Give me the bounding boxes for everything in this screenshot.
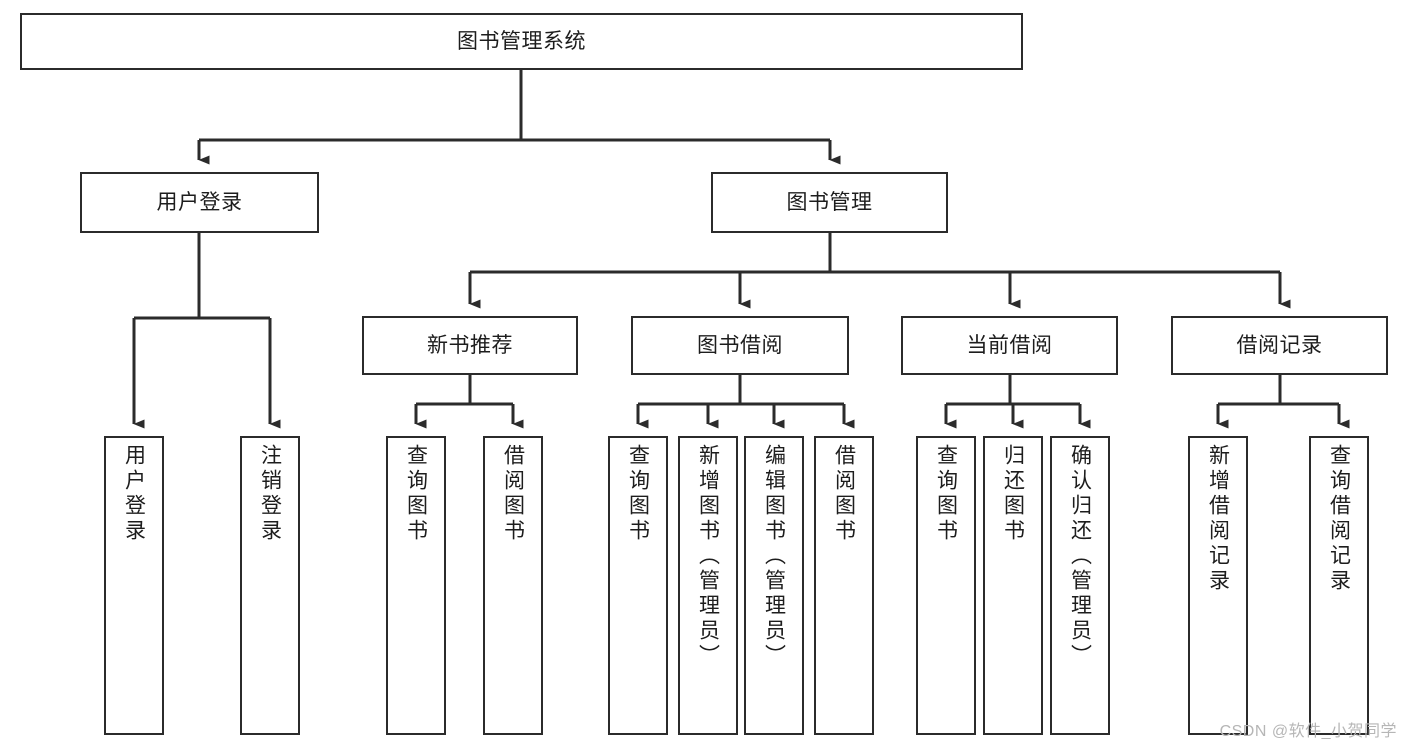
leaf-query-borrow-record-label: 查询借阅记录 — [1327, 444, 1351, 594]
node-book-management[interactable]: 图书管理 — [711, 172, 948, 233]
node-root-label: 图书管理系统 — [457, 29, 586, 53]
leaf-edit-book-admin[interactable]: 编辑图书（管理员） — [744, 436, 804, 735]
leaf-borrow-book-label: 借阅图书 — [832, 444, 856, 544]
node-root[interactable]: 图书管理系统 — [20, 13, 1023, 70]
leaf-query-book-borrow-label: 查询图书 — [626, 444, 650, 544]
node-borrow-record-label: 借阅记录 — [1236, 333, 1323, 357]
node-user-login[interactable]: 用户登录 — [80, 172, 319, 233]
leaf-return-book-label: 归还图书 — [1001, 444, 1025, 544]
node-new-book-recommend-label: 新书推荐 — [427, 333, 513, 357]
leaf-confirm-return-admin-label: 确认归还（管理员） — [1068, 444, 1092, 669]
leaf-logout[interactable]: 注销登录 — [240, 436, 300, 735]
node-new-book-recommend[interactable]: 新书推荐 — [362, 316, 578, 375]
node-current-borrow-label: 当前借阅 — [966, 333, 1053, 357]
leaf-borrow-book-rec-label: 借阅图书 — [501, 444, 525, 544]
leaf-borrow-book-rec[interactable]: 借阅图书 — [483, 436, 543, 735]
leaf-query-book-rec[interactable]: 查询图书 — [386, 436, 446, 735]
node-user-login-label: 用户登录 — [156, 190, 243, 214]
leaf-query-book-current-label: 查询图书 — [934, 444, 958, 544]
node-book-borrow-label: 图书借阅 — [697, 333, 783, 357]
leaf-query-book-current[interactable]: 查询图书 — [916, 436, 976, 735]
node-borrow-record[interactable]: 借阅记录 — [1171, 316, 1388, 375]
leaf-query-book-rec-label: 查询图书 — [404, 444, 428, 544]
leaf-edit-book-admin-label: 编辑图书（管理员） — [762, 444, 786, 669]
node-current-borrow[interactable]: 当前借阅 — [901, 316, 1118, 375]
node-book-borrow[interactable]: 图书借阅 — [631, 316, 849, 375]
node-book-management-label: 图书管理 — [786, 190, 873, 214]
leaf-add-borrow-record[interactable]: 新增借阅记录 — [1188, 436, 1248, 735]
leaf-return-book[interactable]: 归还图书 — [983, 436, 1043, 735]
leaf-query-book-borrow[interactable]: 查询图书 — [608, 436, 668, 735]
leaf-borrow-book[interactable]: 借阅图书 — [814, 436, 874, 735]
leaf-add-book-admin-label: 新增图书（管理员） — [696, 444, 720, 669]
leaf-add-borrow-record-label: 新增借阅记录 — [1206, 444, 1230, 594]
leaf-logout-label: 注销登录 — [258, 444, 282, 544]
leaf-query-borrow-record[interactable]: 查询借阅记录 — [1309, 436, 1369, 735]
leaf-user-login-label: 用户登录 — [122, 444, 146, 544]
leaf-confirm-return-admin[interactable]: 确认归还（管理员） — [1050, 436, 1110, 735]
leaf-add-book-admin[interactable]: 新增图书（管理员） — [678, 436, 738, 735]
leaf-user-login[interactable]: 用户登录 — [104, 436, 164, 735]
